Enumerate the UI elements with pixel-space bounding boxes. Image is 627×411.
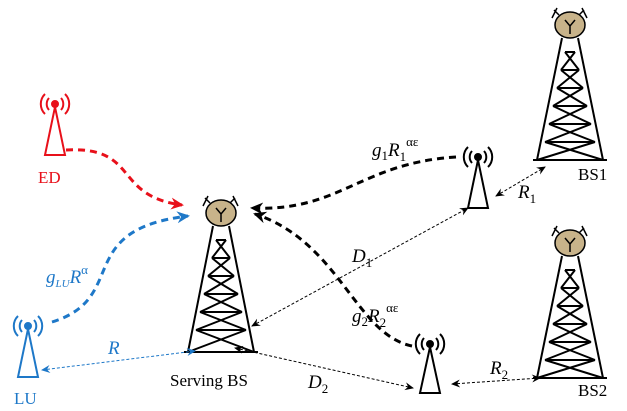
r1-label: R1 — [517, 182, 536, 206]
relay2-interference-arrow — [253, 211, 413, 348]
g2-r2-label: g2R2αε — [352, 300, 399, 330]
r-distance-line — [41, 348, 196, 373]
lu-antenna-icon — [12, 315, 44, 378]
glu-r-label: gLURα — [46, 262, 88, 290]
bs1-label: BS1 — [578, 165, 607, 184]
d1-distance-line — [251, 207, 469, 327]
ed-interference-arrow — [65, 148, 184, 210]
serving-bs-label: Serving BS — [170, 371, 248, 390]
relay-1-antenna-icon — [462, 146, 494, 209]
d2-distance-line — [234, 345, 414, 391]
bs2-label: BS2 — [578, 381, 607, 400]
r-label: R — [107, 338, 120, 359]
d2-label: D2 — [307, 372, 328, 396]
bs2-tower — [533, 225, 607, 379]
r2-label: R2 — [489, 358, 508, 382]
lu-label: LU — [14, 389, 37, 408]
lu-interference-arrow — [51, 211, 190, 324]
r1-distance-line — [495, 166, 546, 197]
bs1-tower — [533, 7, 607, 161]
ed-antenna-icon — [39, 93, 71, 156]
serving-bs-tower — [184, 195, 258, 353]
ed-label: ED — [38, 168, 61, 187]
d1-label: D1 — [351, 246, 372, 270]
g1-r1-label: g1R1αε — [372, 134, 419, 164]
relay-2-antenna-icon — [414, 333, 446, 394]
relay1-interference-arrow — [250, 155, 457, 215]
